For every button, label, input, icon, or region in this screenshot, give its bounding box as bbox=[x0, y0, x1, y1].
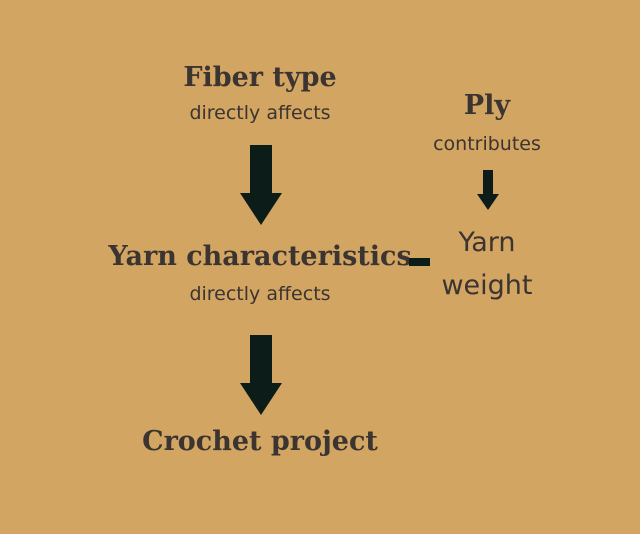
crochet-project-title: Crochet project bbox=[142, 426, 378, 457]
yarn-weight-line2: weight bbox=[441, 270, 533, 301]
yarn-weight-line1: Yarn bbox=[458, 227, 516, 258]
arrow-down-small-icon bbox=[477, 170, 499, 210]
yarn-characteristics-relation: directly affects bbox=[189, 283, 331, 305]
arrow-down-icon bbox=[240, 145, 282, 225]
arrow-down-icon bbox=[240, 335, 282, 415]
ply-title: Ply bbox=[463, 90, 511, 121]
connector-dash bbox=[409, 258, 430, 266]
yarn-characteristics-title: Yarn characteristics bbox=[108, 241, 412, 272]
fiber-type-title: Fiber type bbox=[183, 62, 337, 93]
ply-relation: contributes bbox=[433, 133, 541, 155]
fiber-type-relation: directly affects bbox=[189, 102, 331, 124]
